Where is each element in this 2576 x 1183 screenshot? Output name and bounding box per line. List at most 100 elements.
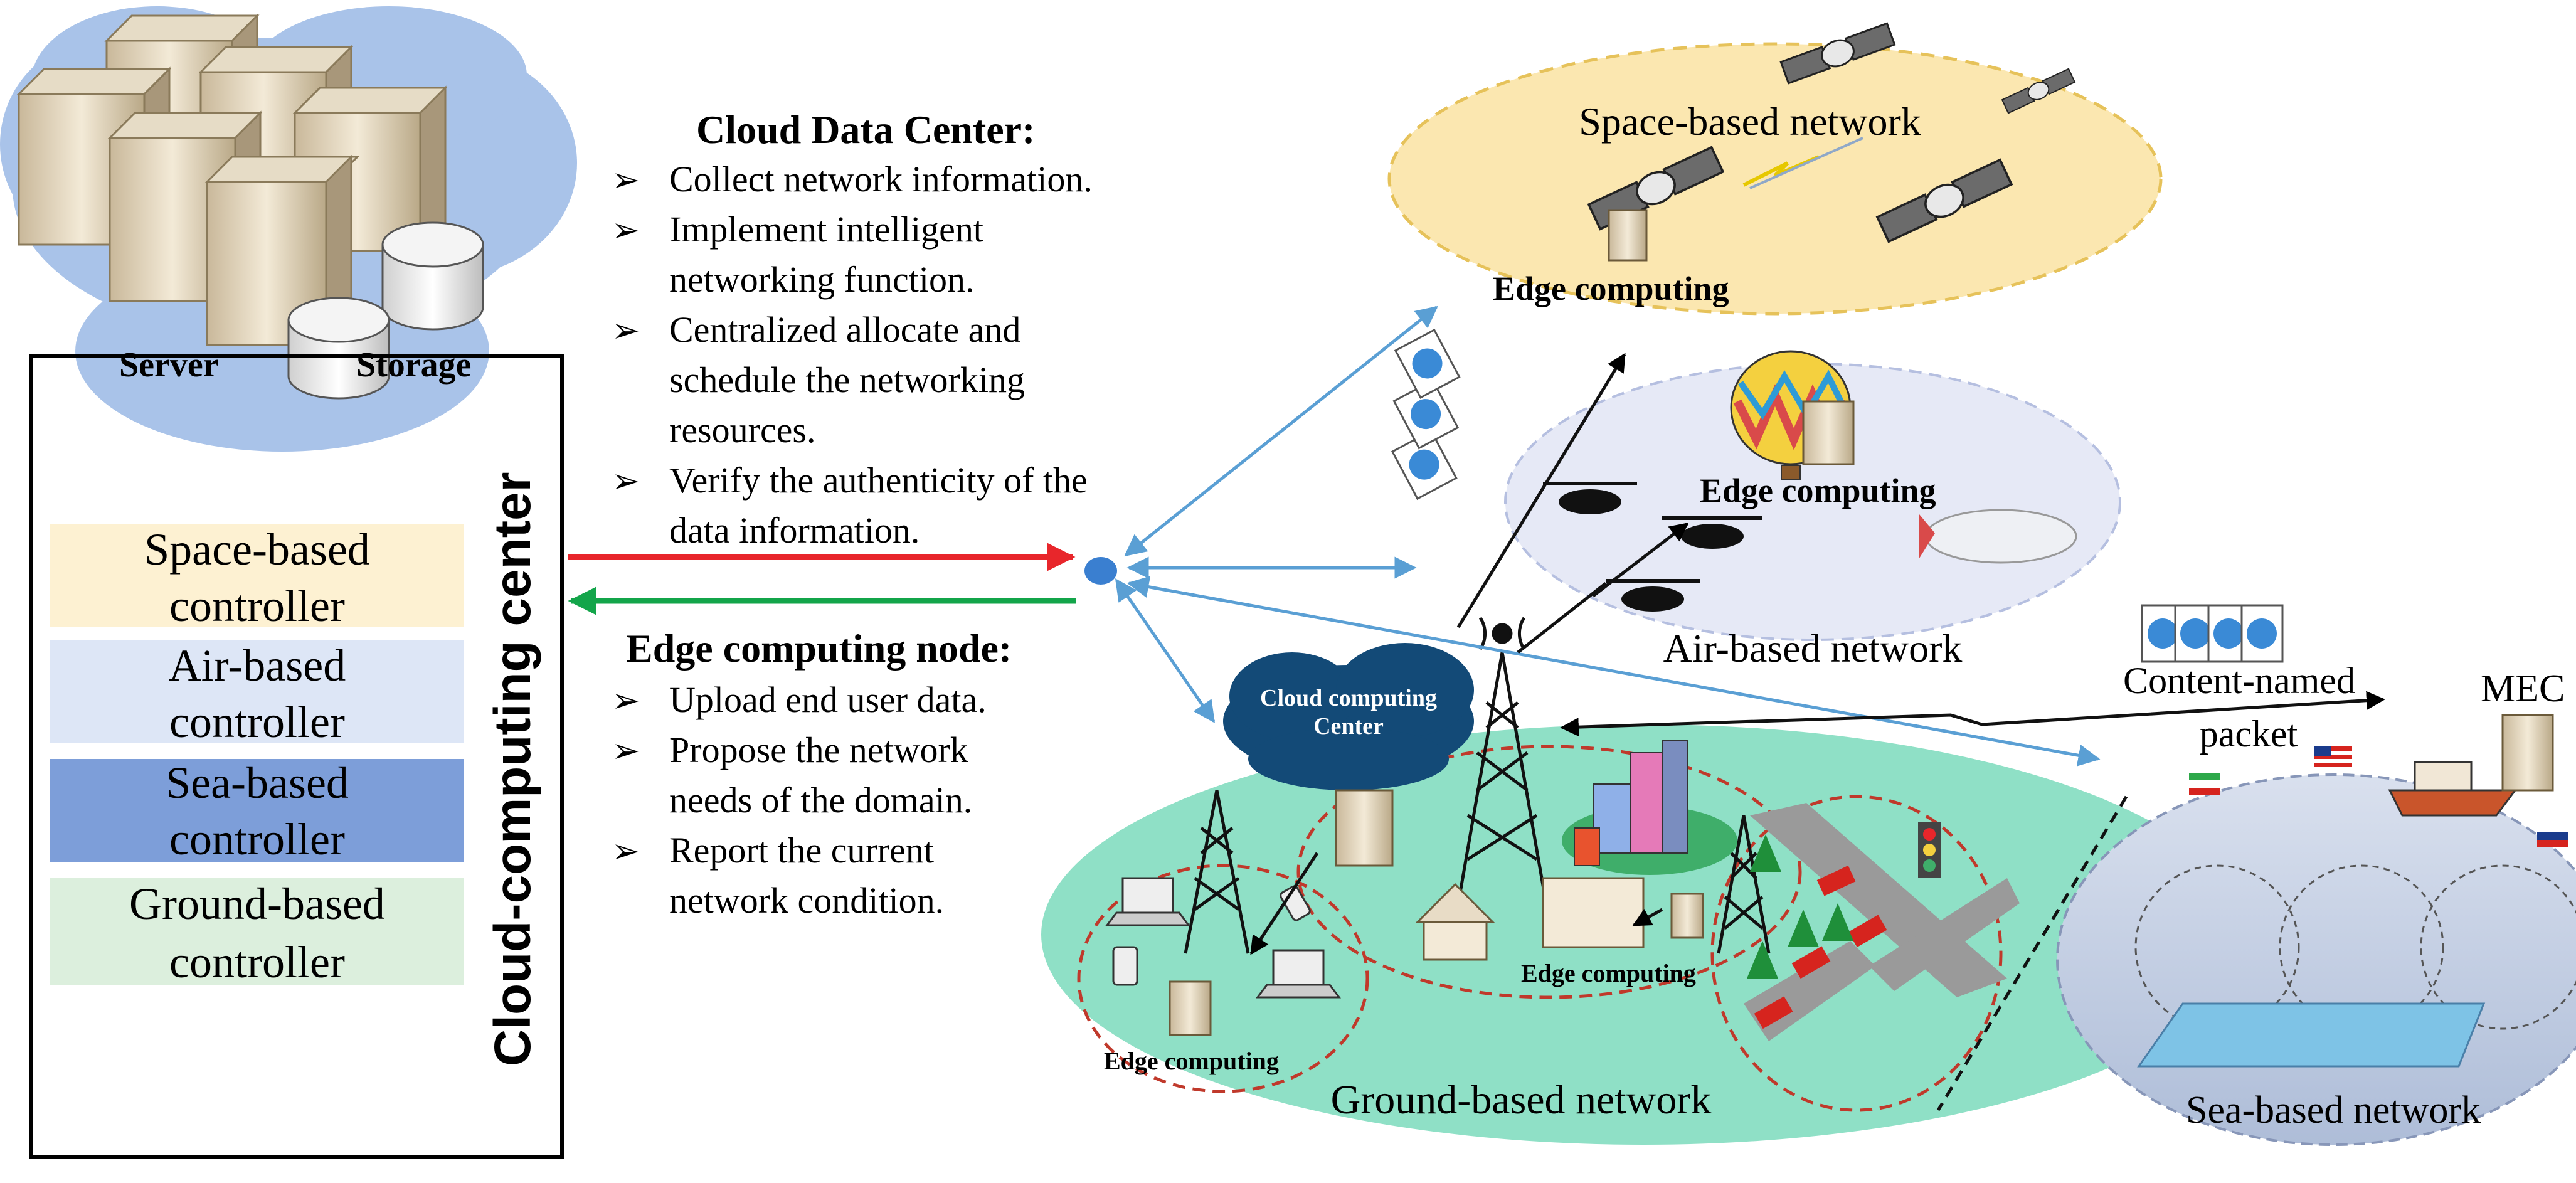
seabed-grid bbox=[2137, 1002, 2486, 1068]
cloud-computing-center: Server Storage Space-based controller Ai… bbox=[0, 6, 577, 1159]
link-hub-space bbox=[1124, 305, 1438, 557]
cell-tower-icon bbox=[1184, 790, 1250, 954]
sea-based-network: MEC Sea-based network bbox=[2056, 667, 2576, 1146]
data-center-item-3-line3: resources. bbox=[669, 410, 816, 450]
air-edge-label: Edge computing bbox=[1700, 472, 1936, 509]
server-label: Server bbox=[119, 346, 219, 385]
sea-network-label: Sea-based network bbox=[2186, 1089, 2481, 1132]
data-center-item-2-line2: networking function. bbox=[669, 259, 974, 300]
link-ground-sea bbox=[1560, 691, 2385, 737]
storage-cylinder-icon bbox=[287, 221, 484, 400]
car-icon bbox=[1754, 996, 1793, 1029]
traffic-light-icon bbox=[1918, 822, 1941, 878]
space-controller-line1: Space-based bbox=[144, 524, 370, 575]
edge-node-item-3-line2: network condition. bbox=[669, 880, 944, 921]
ground-controller-line2: controller bbox=[169, 937, 345, 987]
server-rack-icon bbox=[16, 13, 448, 347]
car-icon bbox=[1791, 946, 1831, 979]
edge-node-item-1: Upload end user data. bbox=[669, 679, 987, 720]
air-network-label: Air-based network bbox=[1663, 626, 1963, 671]
mec-label: MEC bbox=[2481, 667, 2565, 710]
sea-cell-circle bbox=[2420, 864, 2576, 1030]
space-network-ellipse bbox=[1387, 42, 2163, 316]
bullet: ➢ bbox=[612, 732, 640, 770]
data-center-heading: Cloud Data Center: bbox=[696, 107, 1035, 152]
edge-node-description: Edge computing node: ➢ Upload end user d… bbox=[612, 626, 1012, 921]
ground-cell-left bbox=[1077, 864, 1369, 1093]
sea-controller-line2: controller bbox=[169, 814, 345, 864]
bullet: ➢ bbox=[612, 682, 640, 719]
laptop-icon bbox=[1256, 949, 1341, 999]
link-ground-server bbox=[1632, 908, 1663, 927]
data-center-item-4-line2: data information. bbox=[669, 510, 920, 551]
ground-edge-left-label: Edge computing bbox=[1104, 1047, 1279, 1075]
satellite-icon bbox=[1875, 158, 2013, 243]
space-controller-box bbox=[50, 524, 464, 627]
car-icon bbox=[1816, 865, 1856, 896]
cloud-center-frame bbox=[29, 354, 564, 1159]
ground-network-label: Ground-based network bbox=[1331, 1077, 1712, 1123]
space-edge-label: Edge computing bbox=[1493, 270, 1729, 307]
data-center-item-2-line1: Implement intelligent bbox=[669, 209, 983, 250]
office-building-icon bbox=[1542, 877, 1645, 948]
air-controller-line2: controller bbox=[169, 697, 345, 747]
link-ground-air bbox=[1517, 523, 1689, 654]
content-packet-icon bbox=[2141, 604, 2284, 663]
phone-icon bbox=[1280, 885, 1311, 921]
ground-controller-line1: Ground-based bbox=[129, 879, 385, 929]
central-hub-node bbox=[1084, 557, 1117, 585]
car-icon bbox=[1848, 915, 1887, 948]
laptop-icon bbox=[1105, 877, 1190, 926]
storage-label: Storage bbox=[356, 346, 472, 385]
small-cloud-label-line1: Cloud computing bbox=[1260, 685, 1437, 711]
sea-controller-line1: Sea-based bbox=[166, 758, 349, 808]
cloud-center-title: Cloud-computing center bbox=[484, 472, 541, 1066]
link-hub-ground bbox=[1115, 578, 1216, 723]
sea-controller-box bbox=[50, 759, 464, 862]
ground-cell-right bbox=[1710, 795, 2003, 1112]
space-based-network: Space-based network Edge computing bbox=[1387, 22, 2163, 316]
space-network-label: Space-based network bbox=[1579, 99, 1921, 144]
edge-node-item-3-line1: Report the current bbox=[669, 830, 934, 871]
ground-controller-box bbox=[50, 878, 464, 985]
mec-server-icon bbox=[2501, 714, 2554, 792]
air-controller-box bbox=[50, 640, 464, 743]
bullet: ➢ bbox=[612, 161, 640, 199]
content-packet-label-line1: Content-named bbox=[2123, 660, 2355, 701]
edge-server-icon bbox=[1608, 209, 1648, 262]
connectors bbox=[1084, 305, 2385, 955]
satellite-link-line bbox=[1749, 137, 1863, 189]
cloud-data-center-description: Cloud Data Center: ➢ Collect network inf… bbox=[612, 107, 1093, 551]
road-icon bbox=[1744, 803, 2020, 1041]
data-center-item-1: Collect network information. bbox=[669, 159, 1093, 199]
ship-icon bbox=[2388, 761, 2517, 817]
helicopter-icon bbox=[1543, 482, 1637, 514]
content-packet-icon bbox=[1391, 328, 1461, 501]
edge-server-icon bbox=[1169, 980, 1212, 1036]
small-cloud-label-line2: Center bbox=[1313, 713, 1384, 740]
airship-icon bbox=[1919, 509, 2077, 564]
satellite-icon bbox=[2001, 68, 2076, 114]
edge-server-icon bbox=[1335, 789, 1394, 867]
ground-edge-center-label: Edge computing bbox=[1521, 959, 1696, 987]
flag-icon bbox=[2314, 746, 2352, 767]
tree-icon bbox=[1747, 834, 1853, 979]
cell-tower-icon bbox=[1717, 815, 1771, 954]
edge-server-icon bbox=[1802, 400, 1855, 465]
content-packet-label-line2: packet bbox=[2200, 713, 2298, 755]
controller-list: Space-based controller Air-based control… bbox=[50, 524, 464, 987]
satellite-icon bbox=[1779, 22, 1896, 85]
bullet: ➢ bbox=[612, 211, 640, 249]
house-icon bbox=[1415, 883, 1495, 961]
flag-icon bbox=[2189, 773, 2220, 795]
data-center-item-3-line1: Centralized allocate and bbox=[669, 309, 1020, 350]
ground-based-network: Cloud computing Center bbox=[1041, 617, 2245, 1145]
edge-node-item-2-line1: Propose the network bbox=[669, 729, 968, 770]
phone-icon bbox=[1112, 946, 1138, 986]
data-center-item-3-line2: schedule the networking bbox=[669, 359, 1025, 400]
bullet: ➢ bbox=[612, 462, 640, 500]
link-ground-device bbox=[1249, 852, 1319, 955]
data-center-item-4-line1: Verify the authenticity of the bbox=[669, 460, 1088, 501]
space-controller-line2: controller bbox=[169, 581, 345, 631]
